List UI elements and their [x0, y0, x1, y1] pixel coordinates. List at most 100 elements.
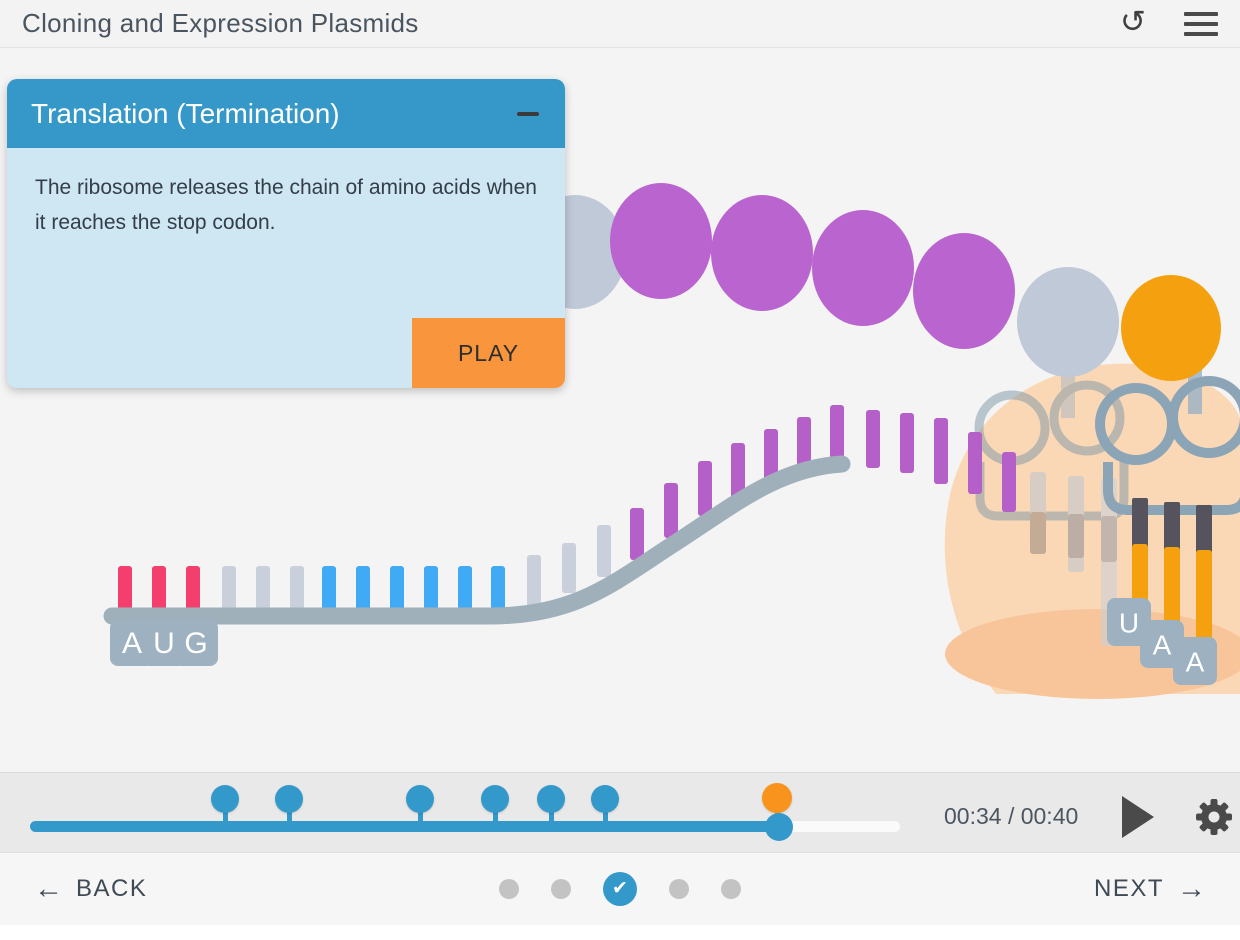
- minimize-button[interactable]: [515, 102, 541, 126]
- trna-stem: [1196, 505, 1212, 553]
- timeline-bar: 00:34 / 00:40: [0, 772, 1240, 852]
- amino-acid: [711, 195, 813, 311]
- nucleotide-bar: [866, 410, 880, 468]
- nucleotide-bar: [458, 566, 472, 612]
- amino-acid: [812, 210, 914, 326]
- ribosome: [944, 356, 1240, 699]
- stop-codon-label: UAA: [1107, 598, 1217, 685]
- timeline-marker[interactable]: [591, 785, 619, 813]
- timeline-marker-stem: [286, 805, 292, 825]
- step-dot[interactable]: [721, 878, 741, 899]
- back-label: BACK: [76, 875, 148, 902]
- mrna-strand: [103, 455, 851, 625]
- nucleotide-bar: [491, 566, 505, 612]
- trna-stem: [1164, 502, 1180, 550]
- menu-button[interactable]: [1184, 11, 1218, 36]
- timeline-marker-stem: [417, 805, 423, 825]
- nucleotide-bar: [152, 566, 166, 612]
- back-arrow-icon: ←: [34, 872, 63, 905]
- nucleotide-bar: [797, 417, 811, 472]
- minus-icon: [517, 111, 539, 116]
- anticodon-bar: [1196, 550, 1212, 660]
- play-animation-button[interactable]: PLAY: [412, 318, 565, 388]
- reset-button[interactable]: ↺: [1120, 4, 1146, 39]
- timeline-marker[interactable]: [537, 785, 565, 813]
- timeline-track[interactable]: [30, 821, 900, 832]
- nucleotide-bar: [186, 566, 200, 612]
- info-panel-footer: PLAY: [7, 318, 565, 388]
- timeline-marker[interactable]: [211, 785, 239, 813]
- header-icons: ↺: [1120, 4, 1218, 39]
- reset-icon: ↺: [1120, 4, 1146, 39]
- next-label: NEXT: [1093, 875, 1164, 902]
- amino-acid: [1121, 275, 1221, 381]
- codon-letter: U: [1119, 608, 1139, 639]
- check-icon: ✔: [612, 878, 628, 899]
- menu-icon: [1184, 11, 1218, 16]
- codon-letter: A: [122, 627, 142, 660]
- info-panel-header: Translation (Termination): [7, 79, 565, 148]
- trna-stem: [1132, 498, 1148, 548]
- nucleotide-bar: [527, 555, 541, 607]
- nucleotide-bar: [664, 483, 678, 538]
- timeline-marker-stem: [548, 805, 554, 825]
- back-button[interactable]: ← BACK: [28, 872, 153, 907]
- page-title: Cloning and Expression Plasmids: [22, 8, 419, 38]
- amino-acid: [610, 183, 712, 299]
- timeline-marker-current[interactable]: [762, 783, 792, 813]
- codon-letter: A: [1186, 647, 1205, 678]
- timeline-play-button[interactable]: [1122, 796, 1154, 841]
- nucleotide-bar: [597, 525, 611, 577]
- step-dot[interactable]: [669, 878, 689, 899]
- nucleotide-bar: [764, 429, 778, 484]
- next-arrow-icon: →: [1177, 872, 1206, 905]
- codon-letter: A: [1153, 630, 1172, 661]
- trna-left: [974, 356, 1129, 646]
- step-dot-active[interactable]: ✔: [603, 871, 637, 906]
- nucleotide-bar: [118, 566, 132, 612]
- nucleotide-bar: [698, 461, 712, 516]
- timeline-marker-stem: [222, 805, 228, 825]
- mrna-bars: [118, 405, 1016, 612]
- nucleotide-bar: [830, 405, 844, 463]
- info-panel-body: The ribosome releases the chain of amino…: [7, 148, 565, 318]
- bottom-strip: [0, 925, 1240, 940]
- nucleotide-bar: [968, 432, 982, 494]
- gear-icon: [1196, 799, 1232, 835]
- nucleotide-bar: [390, 566, 404, 612]
- timeline-marker-stem: [492, 805, 498, 825]
- nucleotide-bar: [562, 543, 576, 593]
- codon-letter: G: [184, 627, 207, 660]
- nucleotide-bar: [356, 566, 370, 612]
- nucleotide-bar: [934, 418, 948, 484]
- info-panel: Translation (Termination) The ribosome r…: [7, 79, 565, 388]
- trna-right: [1095, 356, 1240, 660]
- timeline-marker-stem: [602, 805, 608, 825]
- timeline-marker[interactable]: [481, 785, 509, 813]
- amino-acid: [913, 233, 1015, 349]
- info-panel-title: Translation (Termination): [31, 97, 340, 129]
- amino-acid: [1017, 267, 1119, 377]
- nucleotide-bar: [731, 443, 745, 498]
- settings-button[interactable]: [1192, 795, 1236, 842]
- nucleotide-bar: [290, 566, 304, 612]
- play-icon: [1122, 796, 1154, 838]
- app-header: Cloning and Expression Plasmids ↺: [0, 0, 1240, 48]
- timeline-marker[interactable]: [275, 785, 303, 813]
- step-dots: ✔: [0, 852, 1240, 925]
- next-button[interactable]: NEXT →: [1088, 872, 1212, 907]
- nucleotide-bar: [322, 566, 336, 612]
- step-dot[interactable]: [499, 878, 519, 899]
- codon-letter: U: [153, 627, 175, 660]
- timeline-playhead[interactable]: [765, 813, 793, 841]
- timeline-progress-fill: [30, 821, 779, 832]
- step-dot[interactable]: [551, 878, 571, 899]
- nucleotide-bar: [1002, 452, 1016, 512]
- nucleotide-bar: [222, 566, 236, 612]
- timeline-time: 00:34 / 00:40: [944, 803, 1079, 829]
- timeline-marker[interactable]: [406, 785, 434, 813]
